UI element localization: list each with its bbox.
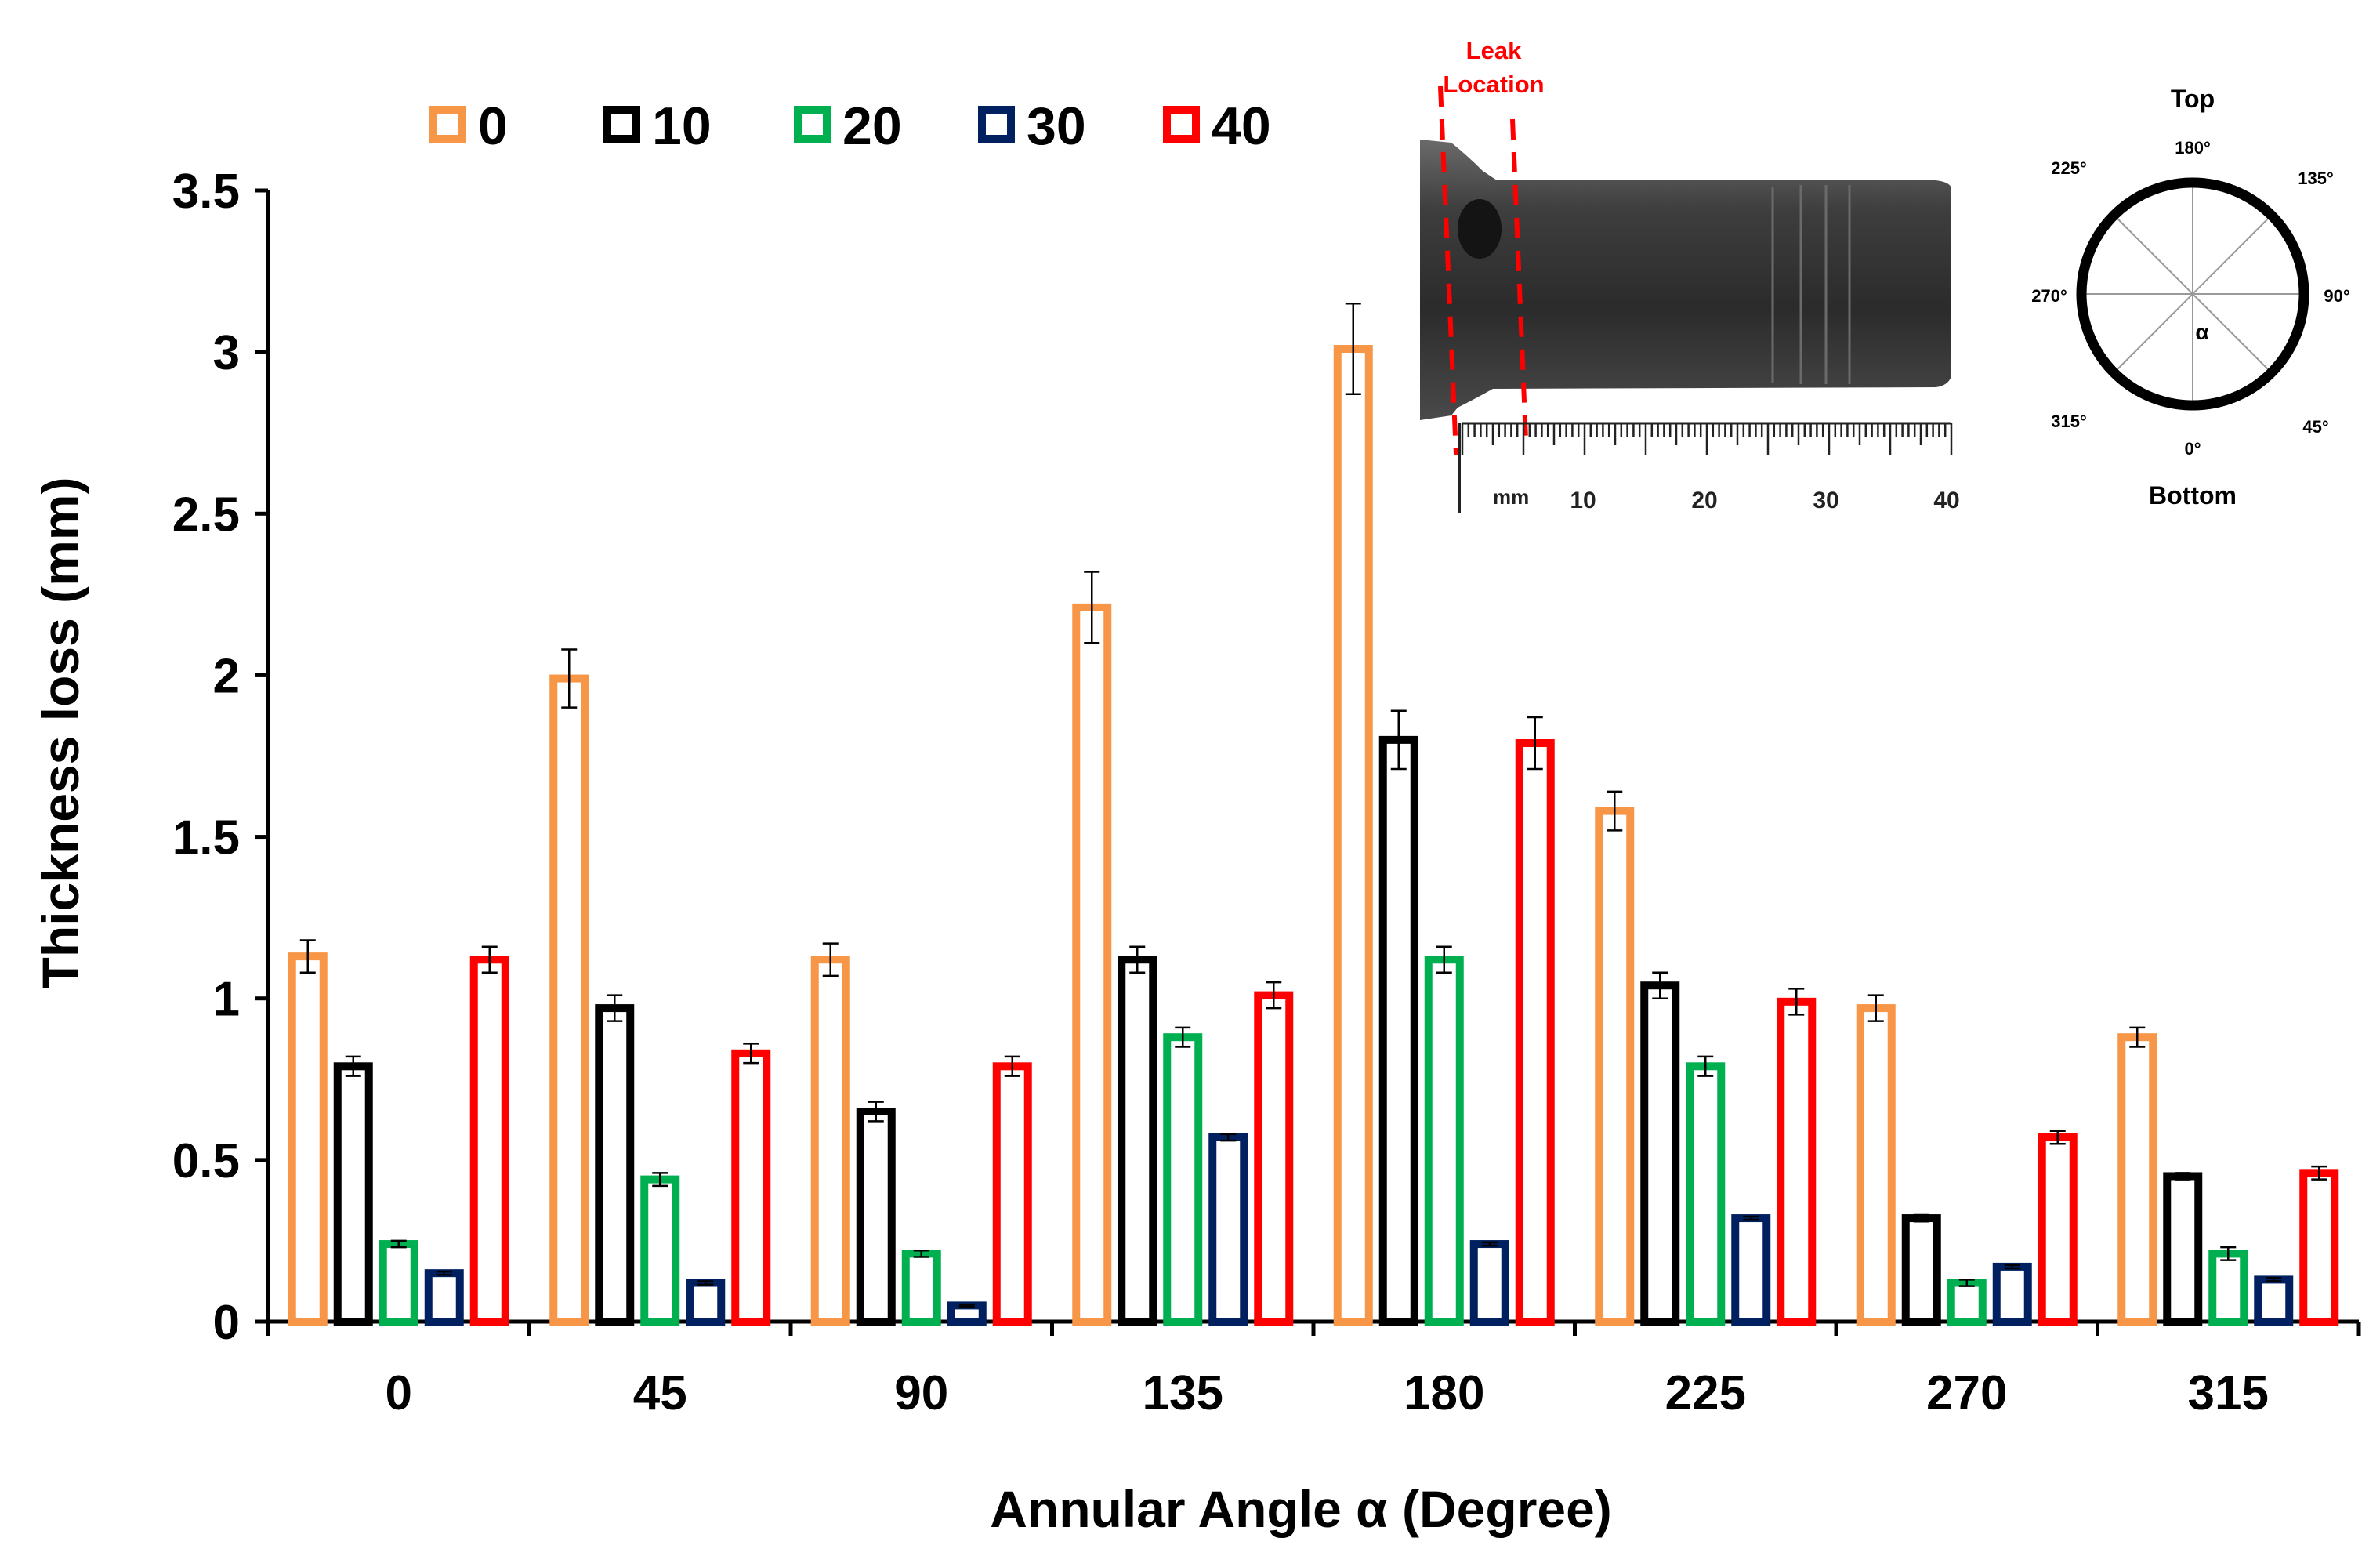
bar-20-0 [379,1240,418,1326]
pipe-inset: Leak Location mm 10 20 30 40 [1420,37,1960,513]
bar-0-45 [549,674,589,1326]
bar-10-45 [595,1004,635,1326]
bar-0-315 [2117,1033,2157,1326]
ruler-label-30: 30 [1813,488,1838,513]
bar-30-90 [947,1301,987,1326]
bar-0-0 [288,952,328,1326]
y-tick-label: 0.5 [172,1134,240,1188]
bar-40-315 [2299,1169,2339,1326]
bar-40-225 [1777,997,1817,1326]
bar-40-180 [1515,739,1555,1326]
bar-20-180 [1424,956,1464,1326]
ruler-label-20: 20 [1691,488,1717,513]
bar-20-315 [2208,1250,2248,1326]
angle-spokes [2081,182,2305,406]
ruler-label-10: 10 [1570,488,1596,513]
y-tick-label: 3.5 [172,165,240,219]
leak-boundary-right [1510,118,1528,440]
x-tick-label: 90 [894,1366,948,1420]
legend-label-10: 10 [652,96,712,156]
y-tick-label: 2 [213,649,240,703]
x-tick-label: 45 [633,1366,687,1420]
alpha-symbol: α [2195,320,2208,344]
bar-20-225 [1686,1062,1726,1326]
angle-label-0: 0° [2184,439,2201,459]
angle-label-90: 90° [2324,286,2349,306]
x-tick-label: 315 [2188,1366,2269,1420]
bar-30-0 [424,1269,464,1326]
y-tick-label: 0 [213,1296,240,1350]
bar-20-45 [640,1175,680,1326]
legend-swatch-10 [603,106,640,143]
x-tick-label: 270 [1926,1366,2007,1420]
bar-10-270 [1901,1214,1941,1326]
legend-swatch-30 [978,106,1015,143]
bar-10-180 [1378,735,1418,1326]
pipe-cross-section [2076,177,2309,411]
y-tick-label: 1.5 [172,811,240,865]
ruler-label-40: 40 [1933,488,1959,513]
bar-10-315 [2163,1172,2203,1326]
circle-top-label: Top [2171,85,2215,113]
bar-30-45 [686,1279,726,1326]
legend-swatch-40 [1163,106,1200,143]
bar-0-180 [1333,345,1373,1326]
angle-label-270: 270° [2031,286,2067,306]
bar-20-135 [1163,1033,1203,1326]
y-tick-label: 3 [213,326,240,380]
circle-bottom-label: Bottom [2149,481,2237,510]
leak-hole [1458,199,1502,259]
bar-40-90 [992,1062,1032,1326]
angle-label-225: 225° [2051,158,2087,178]
legend-swatch-20 [794,106,831,143]
angle-label-315: 315° [2051,412,2087,431]
bar-40-135 [1254,991,1294,1326]
bar-0-270 [1856,1004,1896,1326]
bar-20-270 [1947,1279,1987,1326]
bar-40-45 [731,1049,771,1326]
bar-10-135 [1118,956,1157,1326]
bar-30-135 [1208,1133,1248,1326]
x-tick-label: 180 [1404,1366,1484,1420]
bar-10-90 [856,1108,896,1326]
bar-10-225 [1640,981,1680,1326]
angle-label-135: 135° [2298,169,2334,188]
angle-label-180: 180° [2175,138,2211,158]
ruler-unit-label: mm [1493,485,1529,509]
x-tick-label: 135 [1143,1366,1223,1420]
bar-0-225 [1595,807,1635,1326]
y-axis-label: Thickness loss (mm) [31,477,89,989]
bar-30-315 [2254,1275,2294,1326]
leak-label-line2: Location [1443,71,1544,98]
leak-boundary-left [1438,85,1458,455]
x-axis-label: Annular Angle α (Degree) [990,1480,1612,1538]
y-tick-label: 1 [213,973,240,1027]
bar-10-0 [333,1062,373,1326]
ruler [1458,422,1953,513]
angle-label-45: 45° [2302,417,2328,437]
y-tick-label: 2.5 [172,488,240,542]
legend-label-30: 30 [1027,96,1086,156]
bar-30-180 [1469,1240,1509,1326]
x-tick-label: 0 [386,1366,412,1420]
chart-root: 0 0.5 1 1.5 2 2.5 3 3.5 0 45 90 135 180 225 270 315 0 10 2… [172,96,2361,1420]
legend-label-20: 20 [842,96,902,156]
x-tick-label: 225 [1665,1366,1746,1420]
pipe-body [1420,140,1951,420]
bar-0-135 [1072,603,1112,1326]
bar-40-0 [469,956,509,1326]
bar-30-270 [1992,1262,2032,1326]
legend-label-0: 0 [478,96,508,156]
circle-inset: Top Bottom 180° 0° 90° 270° 135° 225° 31… [2031,85,2349,510]
bar-30-225 [1731,1214,1771,1326]
legend-label-40: 40 [1212,96,1271,156]
bar-40-270 [2038,1133,2078,1326]
bar-20-90 [901,1250,941,1326]
legend-swatch-0 [429,106,466,143]
pipe-ridges [1771,185,1851,384]
bar-0-90 [810,956,850,1326]
leak-label-line1: Leak [1466,37,1522,64]
